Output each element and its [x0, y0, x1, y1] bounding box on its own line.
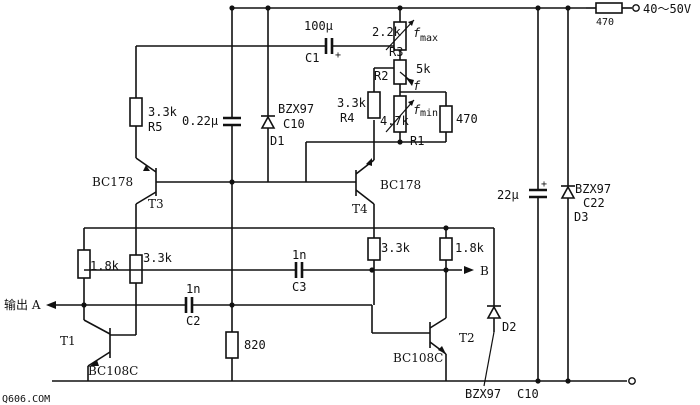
output-b-label: B	[480, 264, 489, 278]
r1-func-sub-label: min	[420, 108, 438, 119]
output-b-arrow	[464, 266, 474, 274]
t4-emitter-arrow	[366, 158, 372, 166]
d1-zener: BZX97 C10 D1	[260, 5, 314, 182]
c1-plus-sign: +	[335, 50, 341, 61]
r3-value-label: 2.2k	[372, 25, 402, 39]
r2-value-label: 5k	[416, 62, 431, 76]
d1-name-label: D1	[270, 134, 284, 148]
capacitor-22u-label: 22μ	[497, 188, 519, 202]
r4-value-label: 3.3k	[337, 96, 367, 110]
t2-collector-resistor-label: 1.8k	[455, 241, 485, 255]
r1-name-label: R1	[410, 134, 424, 148]
t1-collector-resistor-label: 1.8k	[90, 259, 120, 273]
t3-emitter-arrow	[143, 165, 150, 171]
t2-emitter-arrow	[438, 346, 446, 354]
t1-type-label: BC108C	[88, 364, 138, 378]
resistor-820	[225, 331, 239, 359]
supply-voltage-label: 40～50V	[643, 2, 691, 16]
capacitor-22u-branch: + 22μ	[497, 5, 547, 384]
resistor-r4	[367, 91, 381, 119]
supply-terminal	[632, 4, 640, 12]
c1-branch: 100μ C1 +	[136, 19, 400, 65]
resistor-470-label: 470	[456, 112, 478, 126]
d2-type-label: BZX97	[465, 387, 501, 401]
c2-value-label: 1n	[186, 282, 200, 296]
t1-base-resistor-label: 3.3k	[143, 251, 173, 265]
pot-chain: 2.2k f max R3 R2 5k f f min 4.7k R1 470	[372, 5, 478, 148]
c22u-plus-sign: +	[541, 179, 547, 190]
d3-diode-body	[560, 185, 576, 199]
t1-name-label: T1	[60, 334, 76, 348]
d2-diode-body	[486, 305, 502, 319]
c1-name-label: C1	[305, 51, 319, 65]
d1-value-label: C10	[283, 117, 305, 131]
t3-name-label: T3	[148, 197, 164, 211]
supply-resistor-label: 470	[596, 17, 614, 28]
r3-func-sub-label: max	[420, 33, 438, 44]
resistor-470	[439, 105, 453, 133]
r5-value-label: 3.3k	[148, 105, 178, 119]
output-a-branch: 输出 A 1n C2	[4, 282, 430, 334]
d2-value-label: C10	[517, 387, 539, 401]
r5-name-label: R5	[148, 120, 162, 134]
d3-name-label: D3	[574, 210, 588, 224]
bottom-rail	[52, 377, 636, 385]
d3-type-label: BZX97	[575, 182, 611, 196]
ground-terminal	[628, 377, 636, 385]
d1-diode-body	[260, 115, 276, 129]
c3-branch: 1n C3 B	[84, 248, 489, 294]
t2-type-label: BC108C	[393, 351, 443, 365]
r3-name-label: R3	[389, 45, 403, 59]
t3-type-label: BC178	[92, 175, 133, 189]
output-a-label: 输出 A	[4, 297, 41, 312]
r1-func-label: f	[413, 103, 421, 117]
t4-collector-resistor-label: 3.3k	[381, 241, 411, 255]
resistor-3k3-t1-base	[129, 254, 143, 284]
d2-zener: D2 BZX97 C10	[465, 228, 539, 401]
c3-name-label: C3	[292, 280, 306, 294]
c3-value-label: 1n	[292, 248, 306, 262]
t4-name-label: T4	[352, 202, 368, 216]
output-a-arrow	[46, 301, 56, 309]
resistor-1k8-t2	[439, 237, 453, 261]
r1-value-label: 4.7k	[380, 114, 410, 128]
resistor-1k8-t1	[77, 249, 91, 279]
resistor-3k3-t4	[367, 237, 381, 261]
resistor-r5	[129, 97, 143, 127]
c1-value-label: 100μ	[304, 19, 333, 33]
resistor-470-supply	[595, 2, 623, 14]
r2-func-label: f	[413, 79, 421, 93]
d3-zener: BZX97 C22 D3	[560, 5, 611, 384]
t1-emitter-arrow	[90, 360, 99, 366]
d1-type-label: BZX97	[278, 102, 314, 116]
t2-name-label: T2	[459, 331, 475, 345]
top-rail: 470 40～50V	[232, 2, 691, 28]
d3-value-label: C22	[583, 196, 605, 210]
t4-branch: 3.3k R4 BC178 T4 3.3k	[232, 67, 421, 305]
r3-func-label: f	[413, 26, 421, 40]
r2-name-label: R2	[374, 69, 388, 83]
resistor-820-label: 820	[244, 338, 266, 352]
r4-name-label: R4	[340, 111, 354, 125]
t4-type-label: BC178	[380, 178, 421, 192]
capacitor-022-label: 0.22μ	[182, 114, 218, 128]
t3-branch: 3.3k R5 BC178 T3 3.3k	[92, 46, 232, 336]
d2-name-label: D2	[502, 320, 516, 334]
t2-branch: 1.8k T2 BC108C	[320, 225, 494, 381]
c2-name-label: C2	[186, 314, 200, 328]
watermark-text: Q606.COM	[2, 394, 50, 405]
